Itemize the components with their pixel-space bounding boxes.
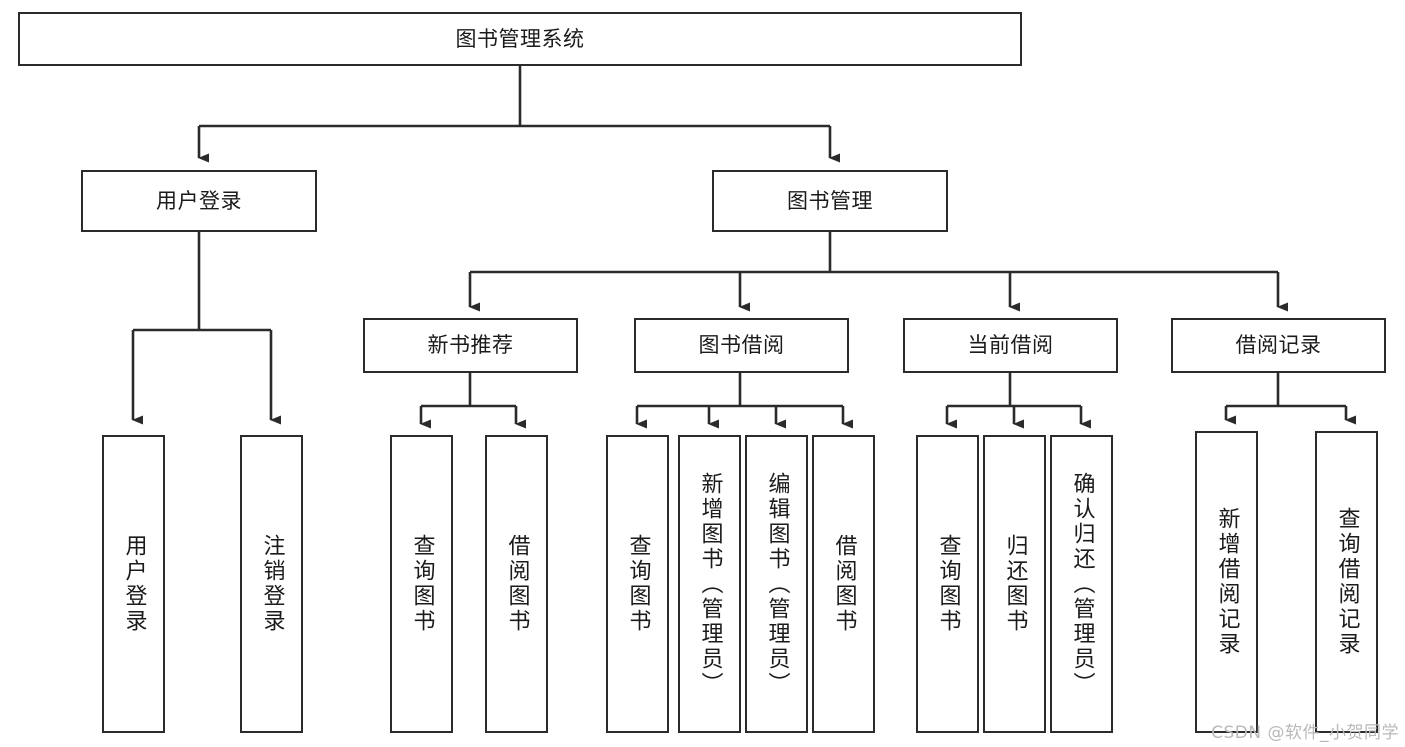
- leaf-return-book-label: 归还图书: [1002, 534, 1028, 634]
- leaf-add-borrow-record-label: 新增借阅记录: [1214, 507, 1240, 657]
- leaf-confirm-return-label: 确认归还（管理员）: [1069, 471, 1095, 697]
- leaf-confirm-return[interactable]: 确认归还（管理员）: [1050, 435, 1113, 733]
- node-book-manage[interactable]: 图书管理: [712, 170, 948, 232]
- leaf-new-book-query[interactable]: 查询图书: [390, 435, 453, 733]
- leaf-current-query-label: 查询图书: [935, 534, 961, 634]
- leaf-query-borrow-record-label: 查询借阅记录: [1334, 507, 1360, 657]
- node-book-borrow[interactable]: 图书借阅: [634, 318, 849, 373]
- leaf-current-query[interactable]: 查询图书: [916, 435, 979, 733]
- node-root[interactable]: 图书管理系统: [18, 12, 1022, 66]
- leaf-new-book-borrow-label: 借阅图书: [504, 534, 530, 634]
- node-new-book-recommend-label: 新书推荐: [427, 333, 514, 358]
- node-borrow-record[interactable]: 借阅记录: [1171, 318, 1386, 373]
- node-root-label: 图书管理系统: [455, 26, 585, 51]
- leaf-user-login-1-label: 用户登录: [121, 534, 147, 634]
- leaf-book-edit[interactable]: 编辑图书（管理员）: [745, 435, 808, 733]
- leaf-new-book-borrow[interactable]: 借阅图书: [485, 435, 548, 733]
- leaf-book-add[interactable]: 新增图书（管理员）: [678, 435, 741, 733]
- node-current-borrow[interactable]: 当前借阅: [903, 318, 1118, 373]
- leaf-return-book[interactable]: 归还图书: [983, 435, 1046, 733]
- leaf-query-borrow-record[interactable]: 查询借阅记录: [1315, 431, 1378, 733]
- leaf-user-login-1[interactable]: 用户登录: [102, 435, 165, 733]
- node-book-manage-label: 图书管理: [787, 188, 873, 213]
- node-current-borrow-label: 当前借阅: [967, 333, 1054, 358]
- node-borrow-record-label: 借阅记录: [1235, 333, 1322, 358]
- node-book-borrow-label: 图书借阅: [698, 333, 785, 358]
- leaf-new-book-query-label: 查询图书: [409, 534, 435, 634]
- leaf-user-logout[interactable]: 注销登录: [240, 435, 303, 733]
- leaf-book-borrow-action[interactable]: 借阅图书: [812, 435, 875, 733]
- node-new-book-recommend[interactable]: 新书推荐: [363, 318, 578, 373]
- leaf-book-borrow-action-label: 借阅图书: [831, 534, 857, 634]
- leaf-book-add-label: 新增图书（管理员）: [697, 471, 723, 697]
- node-user-login-label: 用户登录: [156, 188, 242, 213]
- leaf-book-borrow-query-label: 查询图书: [625, 534, 651, 634]
- leaf-book-edit-label: 编辑图书（管理员）: [764, 471, 790, 697]
- leaf-add-borrow-record[interactable]: 新增借阅记录: [1195, 431, 1258, 733]
- leaf-user-logout-label: 注销登录: [259, 534, 285, 634]
- node-user-login[interactable]: 用户登录: [81, 170, 317, 232]
- csdn-watermark: CSDN @软件_小贺同学: [1211, 723, 1399, 743]
- leaf-book-borrow-query[interactable]: 查询图书: [606, 435, 669, 733]
